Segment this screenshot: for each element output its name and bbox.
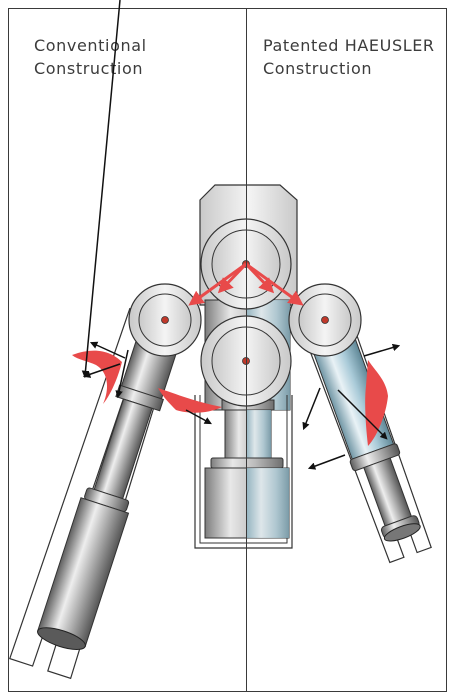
conventional-label-line-1: Conventional [34,36,147,55]
patented-pressure-zone [365,360,388,446]
conventional-pressure-zones [72,350,222,413]
conventional-construction-label: Conventional Construction [34,34,147,80]
left-roll [128,283,202,357]
force-vectors [188,262,304,306]
press-column [194,395,293,549]
patented-label-line-2: Construction [263,59,373,78]
patented-label-line-1: Patented HAEUSLER [263,36,435,55]
conventional-cylinder [9,307,186,680]
frame [8,8,447,692]
reaction-arrows [81,0,401,470]
right-roll [288,283,362,357]
conventional-label-line-2: Construction [34,59,144,78]
patented-construction-label: Patented HAEUSLER Construction [263,34,435,80]
